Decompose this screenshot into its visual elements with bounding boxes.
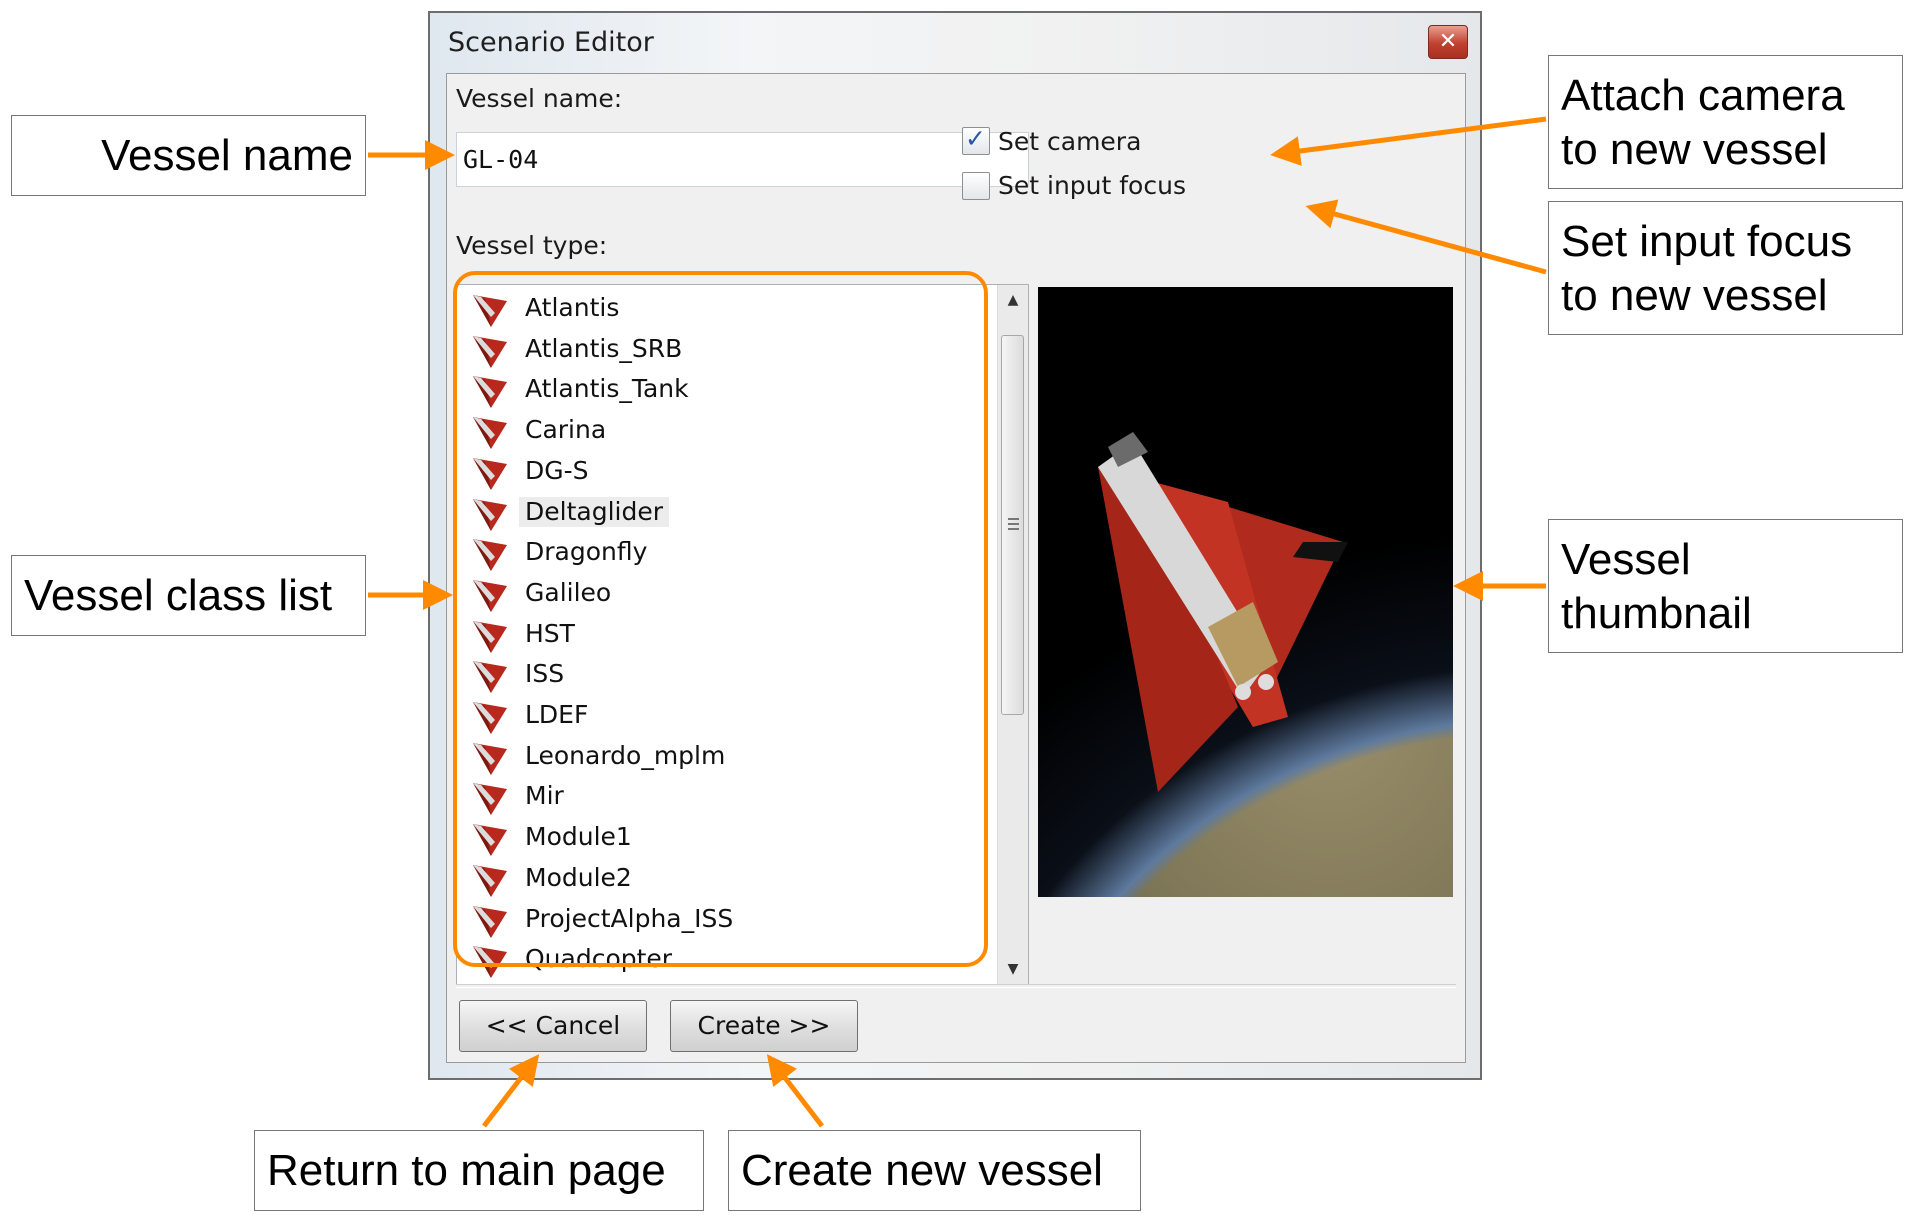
scroll-down-button[interactable]: ▼ xyxy=(1007,961,1019,977)
list-item[interactable]: ProjectAlpha_ISS xyxy=(457,900,997,940)
list-item[interactable]: Quadcopter xyxy=(457,940,997,980)
list-item-label: ProjectAlpha_ISS xyxy=(525,903,734,933)
callout-attach-camera-line2: to new vessel xyxy=(1561,125,1828,174)
close-button[interactable]: ✕ xyxy=(1428,25,1468,59)
vessel-class-icon xyxy=(473,376,507,409)
callout-set-input-focus-line1: Set input focus xyxy=(1561,217,1853,266)
arrow-return-main xyxy=(482,1054,540,1128)
vessel-class-icon xyxy=(473,620,507,653)
arrow-attach-camera xyxy=(1270,116,1547,166)
list-item[interactable]: Deltaglider xyxy=(457,493,997,533)
vessel-class-icon xyxy=(473,702,507,734)
set-input-focus-checkbox[interactable] xyxy=(962,172,990,200)
vessel-class-icon xyxy=(473,824,507,857)
vessel-class-icon xyxy=(473,539,507,572)
vessel-class-icon xyxy=(473,661,507,694)
list-item-label: Leonardo_mplm xyxy=(525,740,726,770)
list-item-label: DG-S xyxy=(525,455,589,485)
list-item-label: Carina xyxy=(525,415,607,445)
window-title: Scenario Editor xyxy=(448,27,654,58)
list-scrollbar[interactable]: ▲ ▼ xyxy=(997,285,1028,984)
dialog-client-area: Vessel name: Set camera Set input focus … xyxy=(446,73,1466,1063)
callout-create-new-text: Create new vessel xyxy=(741,1146,1103,1195)
list-item-label: Dragonfly xyxy=(525,537,648,567)
callout-vessel-name-text: Vessel name xyxy=(101,131,353,180)
set-camera-label[interactable]: Set camera xyxy=(998,127,1142,156)
vessel-type-label: Vessel type: xyxy=(456,231,608,260)
callout-vessel-name: Vessel name xyxy=(11,115,366,196)
vessel-class-icon xyxy=(473,457,507,490)
vessel-name-label: Vessel name: xyxy=(456,84,623,113)
set-camera-checkbox[interactable] xyxy=(962,124,990,155)
callout-vessel-thumbnail-line2: thumbnail xyxy=(1561,589,1752,638)
callout-create-new: Create new vessel xyxy=(728,1130,1141,1211)
list-item-label: ISS xyxy=(525,659,565,689)
scroll-up-button[interactable]: ▲ xyxy=(1007,292,1019,308)
cancel-button[interactable]: << Cancel xyxy=(459,1000,647,1052)
callout-vessel-thumbnail-line1: Vessel xyxy=(1561,535,1691,584)
list-item-label: Mir xyxy=(525,781,564,811)
vessel-class-icon xyxy=(473,783,507,816)
arrow-set-input-focus xyxy=(1305,199,1547,275)
list-item-label: LDEF xyxy=(525,700,589,729)
vessel-thumbnail xyxy=(1038,287,1453,897)
list-item[interactable]: HST xyxy=(457,615,997,655)
set-input-focus-label[interactable]: Set input focus xyxy=(998,171,1186,200)
list-item-label: Module2 xyxy=(525,862,632,892)
scroll-thumb[interactable] xyxy=(1001,335,1024,715)
list-item-label: Atlantis xyxy=(525,293,620,322)
callout-attach-camera: Attach camera to new vessel xyxy=(1548,55,1903,189)
list-item[interactable]: DG-S xyxy=(457,452,997,492)
list-item[interactable]: Dragonfly xyxy=(457,533,997,573)
list-item-label: Atlantis_SRB xyxy=(525,333,683,363)
callout-vessel-class-list: Vessel class list xyxy=(11,555,366,636)
list-item-label: Deltaglider xyxy=(519,496,669,527)
list-highlight-outline xyxy=(453,271,988,967)
vessel-class-icon xyxy=(473,498,507,531)
callout-vessel-class-list-text: Vessel class list xyxy=(24,571,333,620)
callout-set-input-focus: Set input focus to new vessel xyxy=(1548,201,1903,335)
vessel-class-icon xyxy=(473,905,507,938)
vessel-class-icon xyxy=(473,946,507,979)
list-item[interactable]: Atlantis_Tank xyxy=(457,370,997,410)
button-separator xyxy=(456,984,1456,988)
list-item-label: HST xyxy=(525,618,575,648)
arrow-create-new xyxy=(766,1054,824,1128)
list-item-label: Galileo xyxy=(525,577,612,607)
list-item[interactable]: Carina xyxy=(457,411,997,451)
title-bar[interactable]: Scenario Editor ✕ xyxy=(430,13,1480,67)
callout-vessel-thumbnail: Vessel thumbnail xyxy=(1548,519,1903,653)
list-item[interactable]: ISS xyxy=(457,655,997,695)
list-item[interactable]: Mir xyxy=(457,777,997,817)
list-item-label: Module1 xyxy=(525,822,632,852)
vessel-class-icon xyxy=(473,335,507,368)
list-item[interactable]: Galileo xyxy=(457,574,997,614)
vessel-class-icon xyxy=(473,579,507,612)
list-item[interactable]: LDEF xyxy=(457,696,997,736)
vessel-class-icon xyxy=(473,295,507,327)
list-item[interactable]: Atlantis xyxy=(457,289,997,329)
scenario-editor-window: Scenario Editor ✕ Vessel name: Set camer… xyxy=(428,11,1482,1080)
list-item-label: Quadcopter xyxy=(525,944,673,974)
callout-set-input-focus-line2: to new vessel xyxy=(1561,271,1828,320)
deltaglider-render xyxy=(1098,432,1348,792)
vessel-class-icon xyxy=(473,742,507,775)
list-item[interactable]: Module1 xyxy=(457,818,997,858)
list-item[interactable]: Leonardo_mplm xyxy=(457,737,997,777)
vessel-name-input[interactable] xyxy=(456,132,1029,187)
list-item[interactable]: Module2 xyxy=(457,859,997,899)
callout-return-main-text: Return to main page xyxy=(267,1146,666,1195)
vessel-class-icon xyxy=(473,417,507,450)
list-item[interactable]: Atlantis_SRB xyxy=(457,330,997,370)
create-button[interactable]: Create >> xyxy=(670,1000,858,1052)
vessel-class-icon xyxy=(473,864,507,897)
list-item-label: Atlantis_Tank xyxy=(525,374,689,404)
callout-attach-camera-line1: Attach camera xyxy=(1561,71,1845,120)
callout-return-main: Return to main page xyxy=(254,1130,704,1211)
